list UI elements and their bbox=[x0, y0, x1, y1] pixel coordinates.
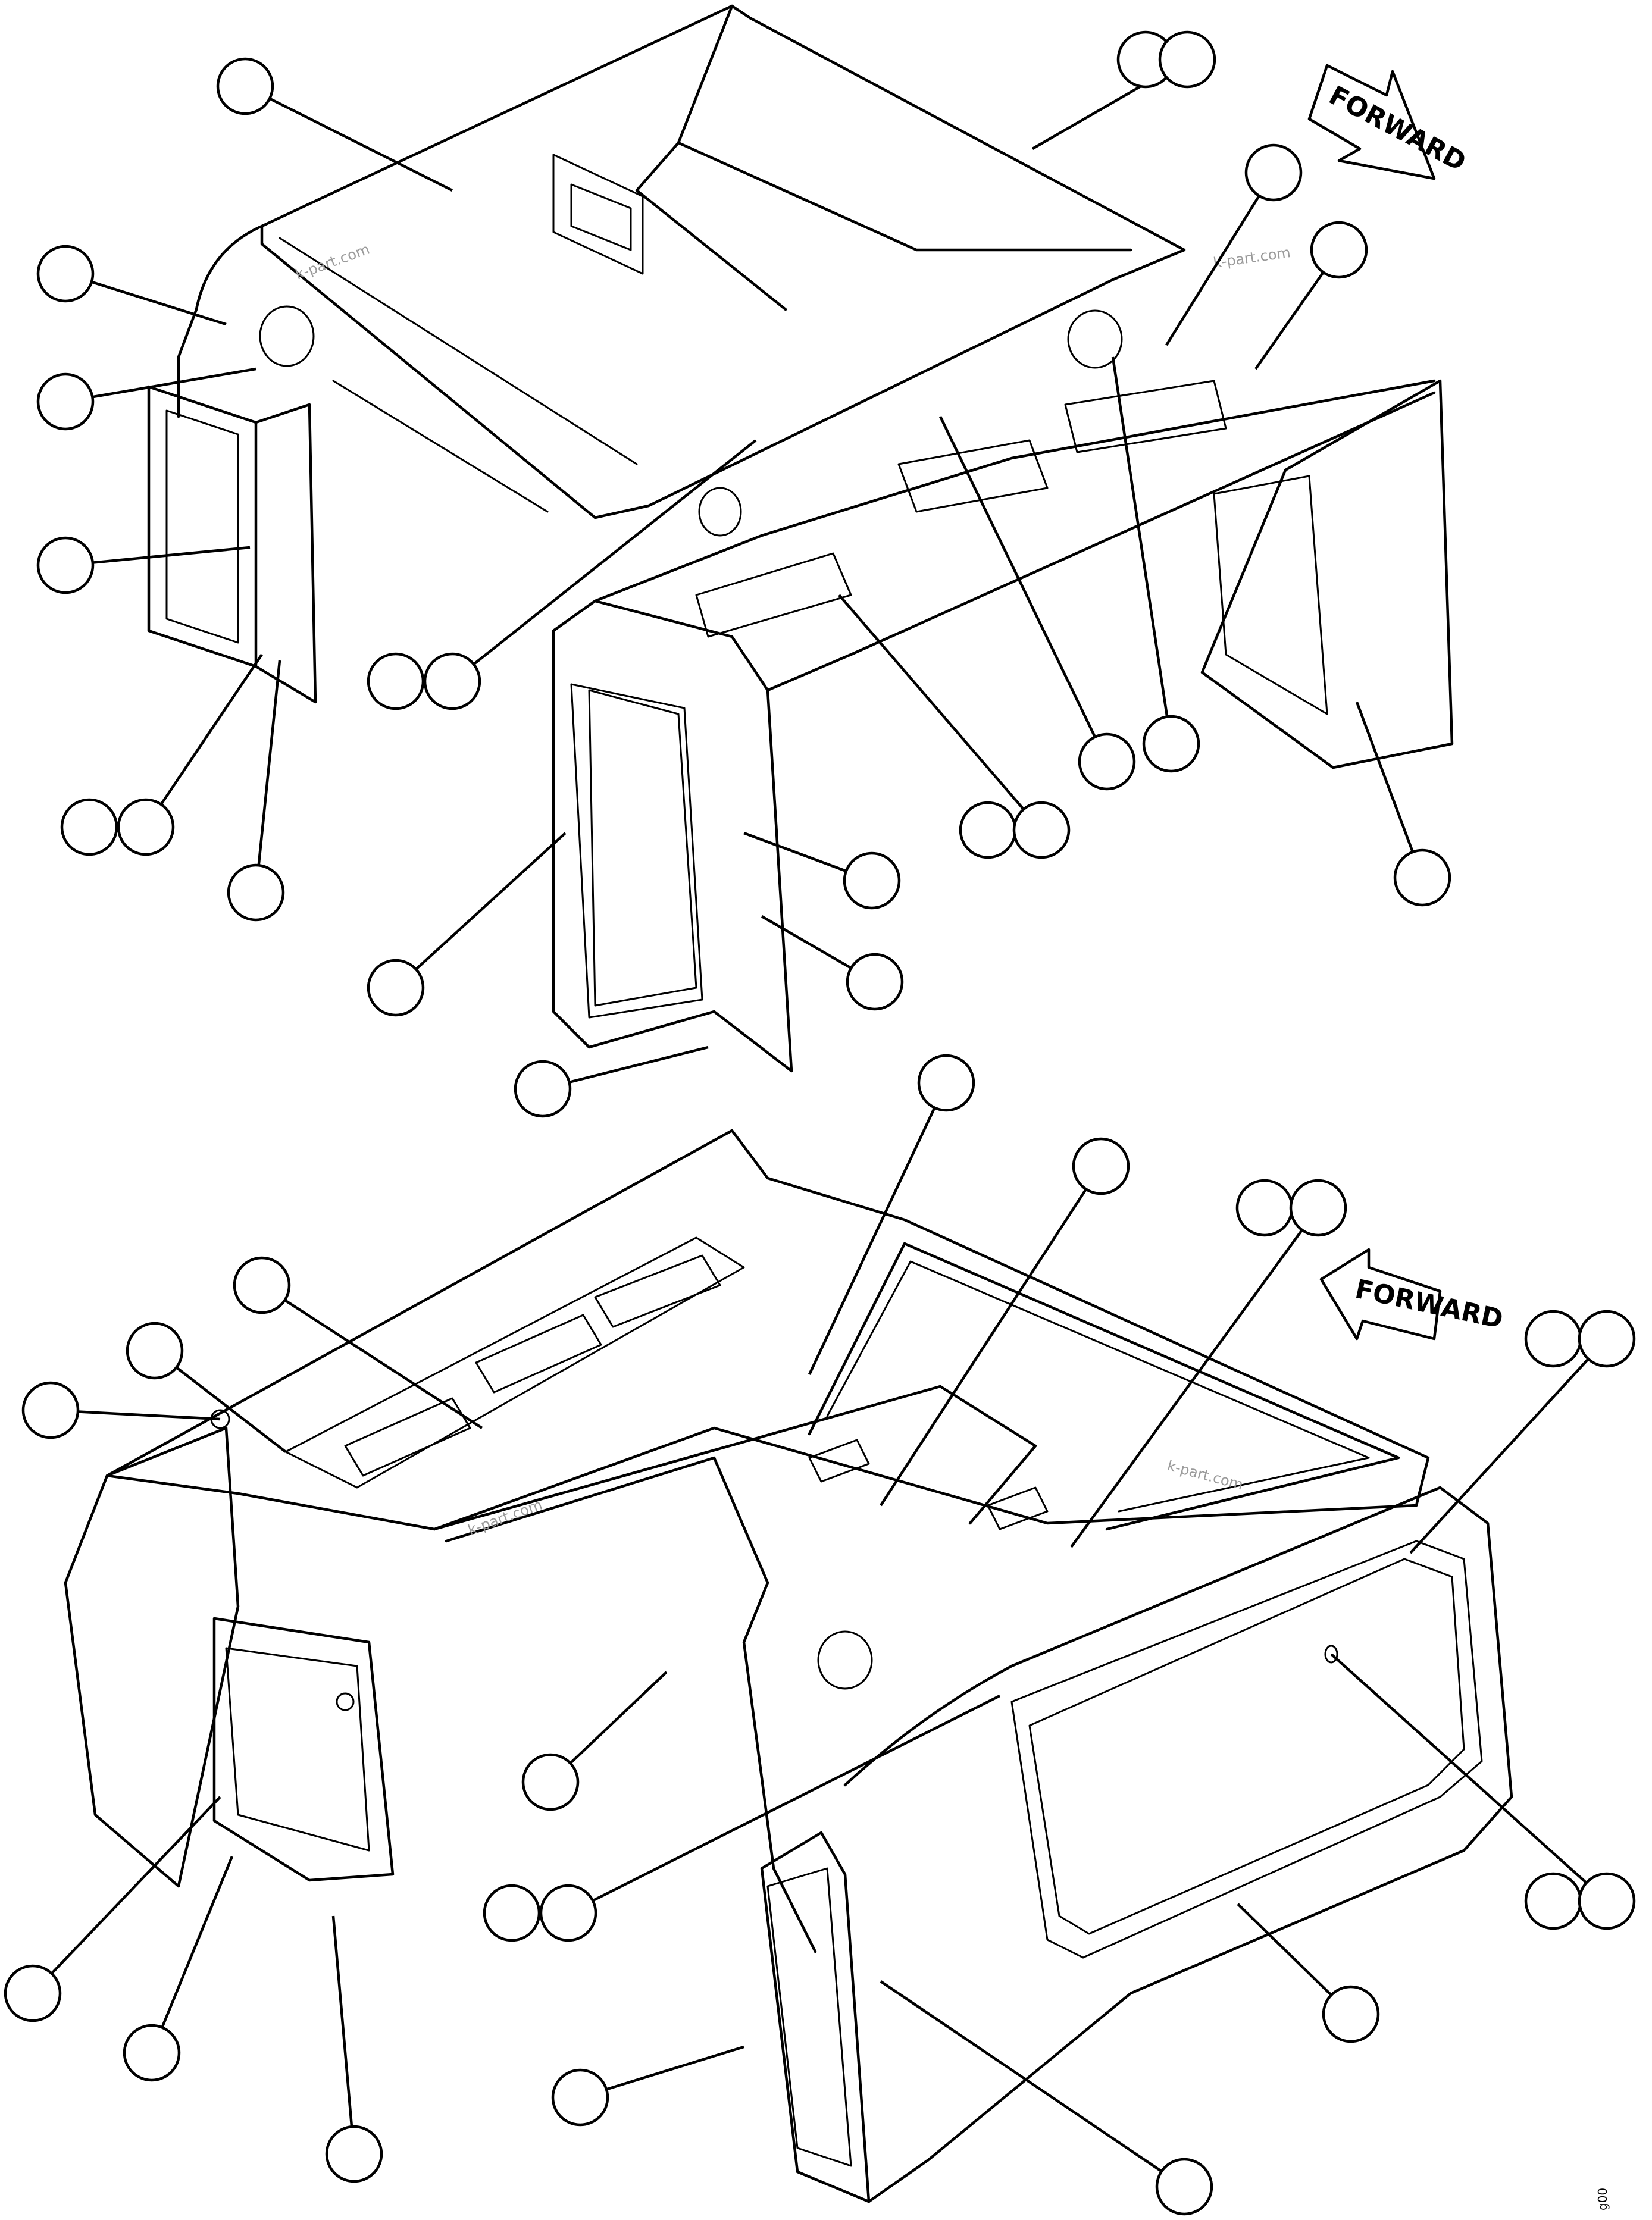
leader-line bbox=[808, 1082, 948, 1375]
callout-bubble bbox=[126, 1322, 184, 1380]
leader-line bbox=[254, 660, 281, 893]
leader-line bbox=[65, 367, 256, 403]
callout-bubble bbox=[1235, 1179, 1294, 1237]
callout-bubble bbox=[60, 798, 118, 856]
callout-bubble bbox=[216, 57, 274, 115]
callout-bubbles bbox=[4, 30, 1636, 2216]
callout-bubble bbox=[514, 1060, 572, 1118]
callout-bubble bbox=[917, 1054, 975, 1112]
leader-line bbox=[1409, 1338, 1608, 1554]
watermark-4: k-part.com bbox=[1165, 1457, 1244, 1493]
callout-bubble bbox=[233, 1256, 291, 1314]
callout-bubble bbox=[367, 959, 425, 1017]
callout-bubble bbox=[1578, 1872, 1636, 1930]
leader-line bbox=[32, 1796, 221, 1994]
watermark-2: k-part.com bbox=[1212, 244, 1291, 271]
forward-arrow-bottom: FORWARD bbox=[1319, 1248, 1506, 1341]
callout-bubble bbox=[21, 1381, 80, 1439]
leader-line bbox=[938, 416, 1109, 762]
leader-line bbox=[150, 1856, 234, 2053]
callout-bubble bbox=[1289, 1179, 1347, 1237]
leader-line bbox=[880, 1980, 1185, 2188]
callout-bubble bbox=[1310, 221, 1368, 279]
callout-bubble bbox=[1524, 1872, 1582, 1930]
callout-bubble bbox=[227, 863, 285, 922]
callout-bubble bbox=[1393, 848, 1451, 907]
callout-bubble bbox=[1244, 143, 1303, 202]
watermark-1: k-part.com bbox=[293, 241, 371, 283]
callout-bubble bbox=[4, 1964, 62, 2022]
callout-bubble bbox=[521, 1753, 580, 1811]
leader-line bbox=[1330, 1653, 1608, 1902]
callout-bubble bbox=[325, 2125, 383, 2183]
forward-arrow-top: FORWARD bbox=[1307, 64, 1471, 180]
leader-line bbox=[1355, 702, 1424, 878]
leader-line bbox=[331, 1915, 356, 2155]
callout-bubble bbox=[539, 1884, 597, 1942]
callout-bubble bbox=[1142, 715, 1200, 773]
leader-line bbox=[145, 653, 263, 828]
callout-bubble bbox=[1322, 1985, 1380, 2043]
leader-line bbox=[244, 84, 453, 192]
leader-line bbox=[838, 594, 1043, 831]
callout-bubble bbox=[959, 801, 1017, 859]
leader-line bbox=[1165, 171, 1275, 346]
callout-bubble bbox=[1078, 732, 1136, 791]
callout-bubble bbox=[117, 798, 175, 856]
callout-bubble bbox=[846, 953, 904, 1011]
figure-code: g00 bbox=[1595, 2188, 1610, 2210]
callout-bubble bbox=[36, 372, 95, 431]
callout-bubble bbox=[1524, 1310, 1582, 1368]
leader-line bbox=[567, 1694, 1001, 1915]
callout-bubble bbox=[123, 2024, 181, 2082]
callout-bubble bbox=[483, 1884, 541, 1942]
leader-line bbox=[1111, 356, 1173, 744]
callout-bubble bbox=[36, 245, 95, 303]
leader-line bbox=[65, 546, 251, 567]
callout-bubble bbox=[367, 652, 425, 710]
callout-bubble bbox=[1155, 2158, 1213, 2216]
leader-line bbox=[1070, 1207, 1319, 1548]
callout-bubble bbox=[551, 2068, 609, 2127]
leader-line bbox=[880, 1165, 1102, 1507]
callout-bubble bbox=[423, 652, 481, 710]
callout-bubble bbox=[1012, 801, 1071, 859]
leader-line bbox=[261, 1284, 483, 1429]
top-view-cab-assembly bbox=[147, 4, 1454, 1073]
leader-line bbox=[451, 439, 757, 682]
leader-line bbox=[395, 832, 567, 989]
callout-bubble bbox=[1578, 1310, 1636, 1368]
callout-bubble bbox=[36, 536, 95, 594]
callout-bubble bbox=[1158, 30, 1216, 89]
callout-bubble bbox=[843, 851, 901, 910]
callout-bubble bbox=[1072, 1137, 1130, 1195]
